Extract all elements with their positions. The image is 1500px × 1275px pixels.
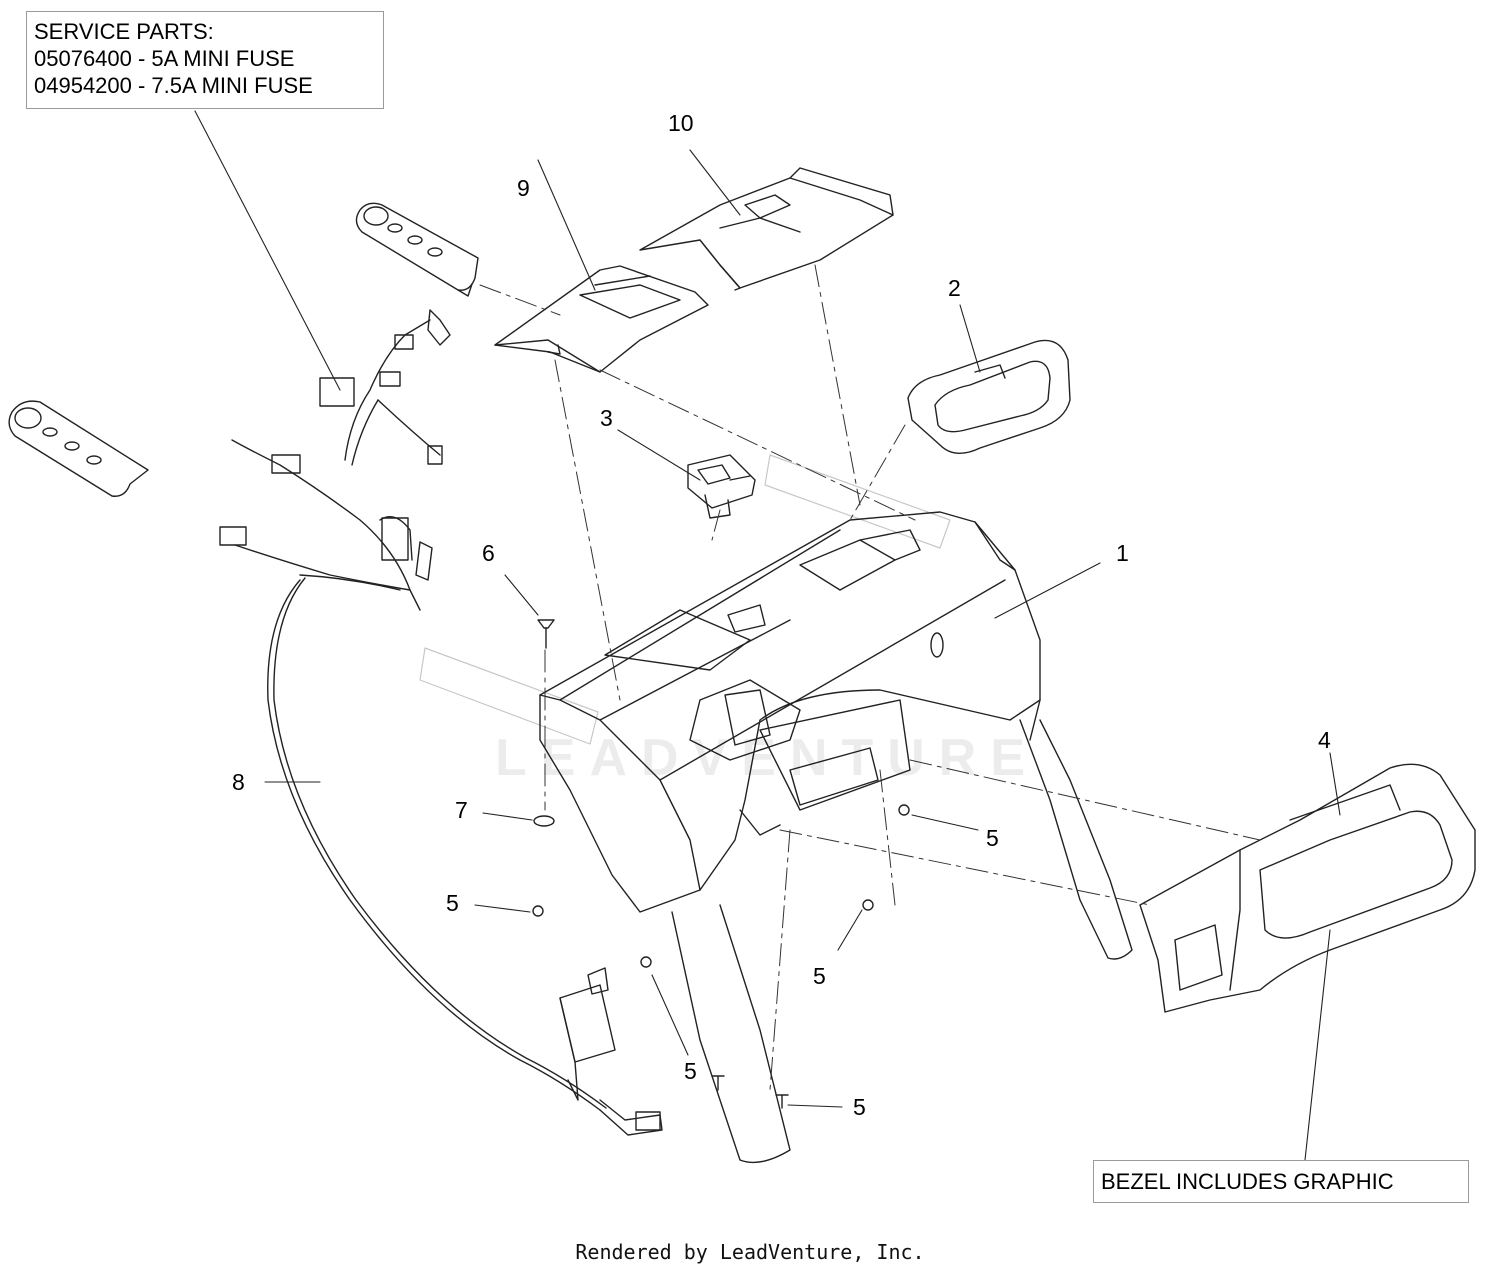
callout-5: 5 bbox=[684, 1058, 697, 1084]
part-2-display-bezel bbox=[907, 339, 1071, 454]
callout-5: 5 bbox=[986, 825, 999, 851]
callout-4: 4 bbox=[1318, 727, 1331, 753]
callout-2: 2 bbox=[948, 275, 961, 301]
service-parts-heading: SERVICE PARTS: bbox=[34, 19, 214, 44]
service-part-item: 04954200 - 7.5A MINI FUSE bbox=[34, 73, 313, 98]
bezel-note-box: BEZEL INCLUDES GRAPHIC bbox=[1093, 1160, 1469, 1203]
callout-3: 3 bbox=[600, 405, 613, 431]
callout-6: 6 bbox=[482, 540, 495, 566]
lower-handle-tubes bbox=[671, 719, 1133, 1164]
part-4-bezel bbox=[1139, 763, 1476, 1013]
callout-9: 9 bbox=[517, 175, 530, 201]
service-part-item: 05076400 - 5A MINI FUSE bbox=[34, 46, 295, 71]
heated-grip-upper bbox=[355, 202, 479, 297]
part-10-top-cover bbox=[639, 167, 894, 291]
callout-5: 5 bbox=[853, 1094, 866, 1120]
fuse-holder bbox=[559, 967, 663, 1136]
callout-8: 8 bbox=[232, 769, 245, 795]
part-9-upper-cover bbox=[494, 265, 709, 373]
handlebar-tube bbox=[419, 454, 951, 745]
heated-grip-lower bbox=[8, 400, 149, 497]
callout-1: 1 bbox=[1116, 540, 1129, 566]
alignment-lines bbox=[479, 264, 1261, 1091]
callout-10: 10 bbox=[668, 110, 694, 136]
fasteners bbox=[532, 619, 910, 1109]
callout-5: 5 bbox=[813, 963, 826, 989]
part-1-console-housing bbox=[539, 511, 1041, 913]
callout-5: 5 bbox=[446, 890, 459, 916]
callout-7: 7 bbox=[455, 797, 468, 823]
watermark: LEADVENTURE bbox=[495, 729, 1040, 787]
service-parts-box: SERVICE PARTS: 05076400 - 5A MINI FUSE 0… bbox=[26, 11, 384, 109]
part-8-wiring-harness bbox=[219, 309, 607, 1111]
part-3-switch bbox=[687, 454, 756, 519]
footer-credit: Rendered by LeadVenture, Inc. bbox=[575, 1240, 925, 1264]
leader-lines bbox=[194, 110, 1341, 1161]
